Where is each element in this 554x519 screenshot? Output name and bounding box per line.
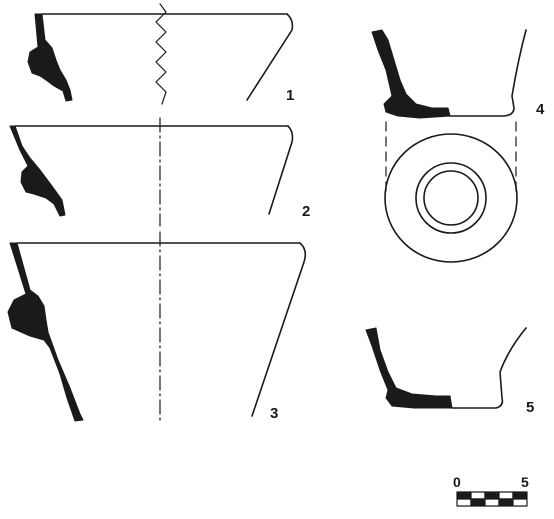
vessel-4-drawing	[371, 29, 527, 263]
scale-bar-segment	[512, 498, 528, 507]
vessel-3-label: 3	[270, 405, 278, 422]
vessel-3-profile-section	[7, 242, 84, 422]
vessel-4-profile-section	[371, 29, 451, 119]
vessel-4-base-outline	[449, 29, 527, 117]
vessel-2-drawing	[9, 117, 294, 227]
vessel-2-label: 2	[302, 203, 310, 220]
scale-bar-segment	[512, 491, 528, 500]
scale-bar-segment	[456, 491, 472, 500]
vessel-3-outer-profile	[251, 242, 307, 417]
vessel-4-plan-outer-ring	[384, 133, 518, 263]
vessel-1-drawing	[27, 3, 294, 105]
vessel-1-break-line	[155, 3, 167, 105]
scale-bar-segment	[498, 491, 514, 500]
scale-bar-segment	[470, 491, 486, 500]
vessel-1-outer-profile	[246, 13, 294, 101]
vessel-4-plan-inner-ring	[423, 170, 479, 226]
vessel-1-label: 1	[286, 87, 294, 104]
vessel-1-profile-section	[27, 13, 73, 102]
vessel-2-outer-profile	[268, 125, 294, 215]
vessel-4-plan-middle-ring	[415, 162, 487, 234]
scale-bar-segment	[470, 498, 486, 507]
scale-bar-max-label: 5	[521, 474, 529, 490]
scale-bar	[456, 491, 528, 507]
vessel-5-drawing	[365, 327, 527, 409]
vessel-3-drawing	[7, 231, 307, 423]
scale-bar-min-label: 0	[453, 474, 461, 490]
scale-bar-segment	[498, 498, 514, 507]
vessel-2-profile-section	[9, 125, 66, 217]
scale-bar-segment	[484, 498, 500, 507]
vessel-4-label: 4	[536, 101, 545, 118]
vessel-5-profile-section	[365, 327, 453, 409]
scale-bar-segment	[456, 498, 472, 507]
scale-bar-segment	[484, 491, 500, 500]
vessel-5-base-outline	[451, 327, 527, 409]
vessel-5-label: 5	[526, 399, 534, 416]
